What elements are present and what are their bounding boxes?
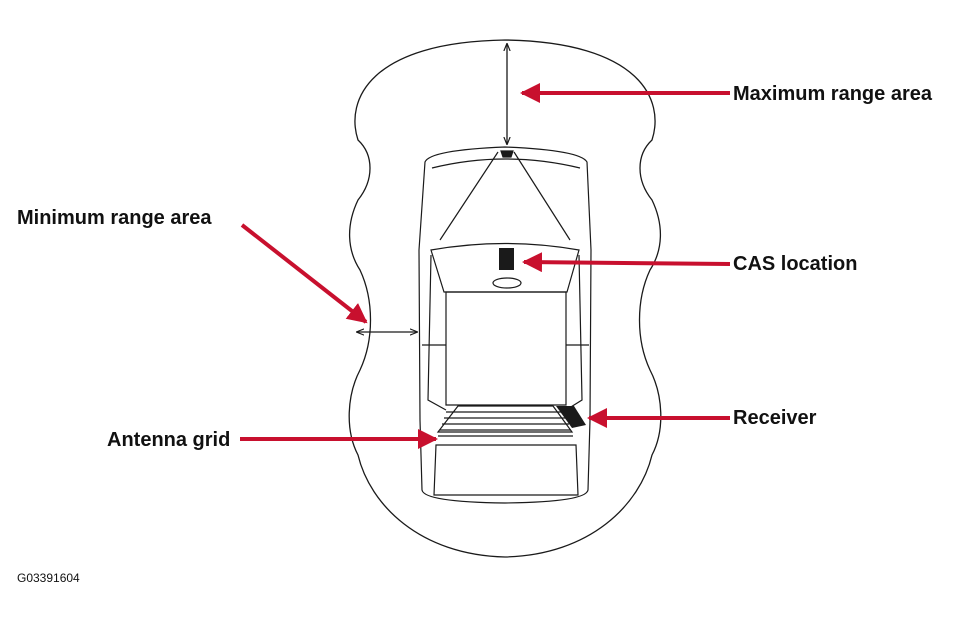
roof <box>445 291 567 406</box>
receiver-label: Receiver <box>733 407 817 429</box>
vehicle-body <box>418 146 592 504</box>
minimum-range-label: Minimum range area <box>17 207 212 229</box>
range-boundary <box>348 39 662 558</box>
receiver-module <box>556 406 586 428</box>
cas-module <box>499 248 514 270</box>
rear-view-mirror <box>492 277 522 289</box>
cas-location-label: CAS location <box>733 253 858 275</box>
minimum-range-leader-arrow <box>240 223 368 324</box>
cas-location-leader-arrow <box>522 252 731 273</box>
hood-outline <box>431 158 581 169</box>
rear-window <box>436 405 574 433</box>
hood-line-right <box>513 151 571 241</box>
antenna-grid-label: Antenna grid <box>107 429 231 451</box>
hood-line-left <box>439 151 499 241</box>
windshield <box>430 242 580 293</box>
left-window-line <box>427 254 447 411</box>
trunk-lid <box>433 444 579 496</box>
vehicle-outline <box>418 146 592 504</box>
right-window-line <box>565 254 583 411</box>
antenna-grid-lines <box>438 411 573 437</box>
figure-id: G03391604 <box>17 571 80 585</box>
front-sensor <box>500 150 514 158</box>
maximum-range-label: Maximum range area <box>733 83 932 105</box>
